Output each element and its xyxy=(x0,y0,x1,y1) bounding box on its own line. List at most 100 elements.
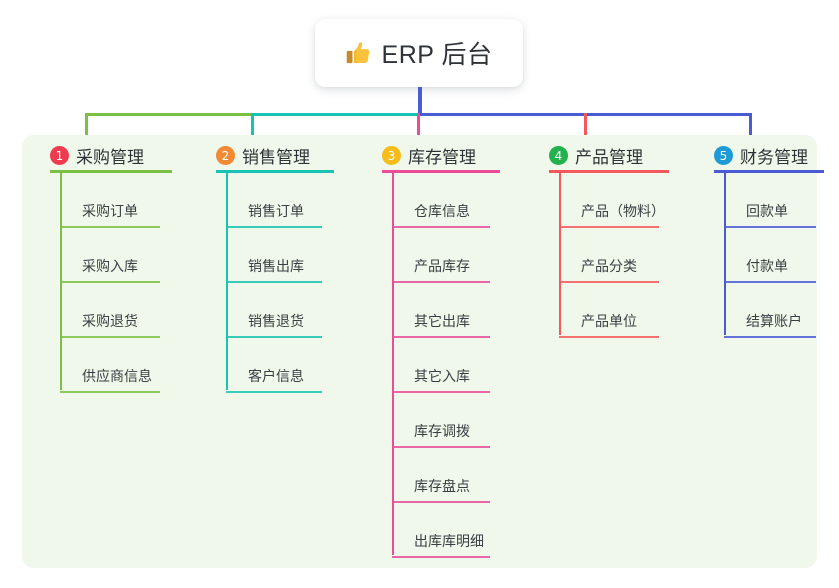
branch-item-label: 采购入库 xyxy=(82,258,138,274)
branch-item[interactable]: 供应商信息 xyxy=(60,338,160,393)
branch-item[interactable]: 产品单位 xyxy=(559,283,659,338)
branch-header-rule xyxy=(549,170,669,173)
branch-item-label: 客户信息 xyxy=(248,368,304,384)
branch-item-rule xyxy=(559,226,659,228)
branch-item-rule xyxy=(392,336,490,338)
branch-spine xyxy=(559,170,561,335)
stub-connector-2 xyxy=(251,113,254,141)
branch-item[interactable]: 回款单 xyxy=(724,173,816,228)
branch-item-label: 仓库信息 xyxy=(414,203,470,219)
branch-item[interactable]: 采购入库 xyxy=(60,228,160,283)
branch-item-label: 销售订单 xyxy=(248,203,304,219)
branch-item-label: 其它出库 xyxy=(414,313,470,329)
branch-number-badge: 3 xyxy=(382,146,401,165)
branch-item-rule xyxy=(724,281,816,283)
branch-item[interactable]: 产品分类 xyxy=(559,228,659,283)
branch-item[interactable]: 客户信息 xyxy=(226,338,322,393)
branch-item[interactable]: 其它入库 xyxy=(392,338,490,393)
branch-item-rule xyxy=(226,281,322,283)
branch-item[interactable]: 采购订单 xyxy=(60,173,160,228)
branch-item[interactable]: 出库库明细 xyxy=(392,503,490,558)
branch-item-label: 供应商信息 xyxy=(82,368,152,384)
branch-column-1: 1 采购管理采购订单采购入库采购退货供应商信息 xyxy=(50,135,172,393)
branch-header-rule xyxy=(50,170,172,173)
branch-header-rule xyxy=(216,170,334,173)
branch-item[interactable]: 销售订单 xyxy=(226,173,322,228)
branch-item-label: 产品单位 xyxy=(581,313,637,329)
branch-header-3[interactable]: 3 库存管理 xyxy=(382,143,476,168)
branch-item-rule xyxy=(724,226,816,228)
branch-item-rule xyxy=(226,336,322,338)
stub-connector-1 xyxy=(85,113,88,141)
branch-item[interactable]: 销售出库 xyxy=(226,228,322,283)
branch-title: 财务管理 xyxy=(740,148,808,167)
branch-item[interactable]: 库存调拨 xyxy=(392,393,490,448)
branch-header-4[interactable]: 4 产品管理 xyxy=(549,143,643,168)
branch-item-rule xyxy=(60,336,160,338)
branch-header-rule xyxy=(382,170,500,173)
branch-spine xyxy=(724,170,726,335)
branch-item-rule xyxy=(60,281,160,283)
branch-item-rule xyxy=(724,336,816,338)
branch-item-label: 库存调拨 xyxy=(414,423,470,439)
branch-item-rule xyxy=(226,391,322,393)
trunk-vertical-connector xyxy=(417,87,422,115)
branch-item-rule xyxy=(392,446,490,448)
branch-item-rule xyxy=(559,336,659,338)
branch-item[interactable]: 结算账户 xyxy=(724,283,816,338)
branch-item-label: 产品库存 xyxy=(414,258,470,274)
branch-item[interactable]: 仓库信息 xyxy=(392,173,490,228)
branch-item-label: 付款单 xyxy=(746,258,788,274)
branch-spine xyxy=(226,170,228,390)
branch-item[interactable]: 产品（物料） xyxy=(559,173,665,228)
branch-item-label: 采购订单 xyxy=(82,203,138,219)
branch-item[interactable]: 其它出库 xyxy=(392,283,490,338)
stub-connector-3 xyxy=(417,113,420,141)
branch-title: 库存管理 xyxy=(408,148,476,167)
branch-item-label: 库存盘点 xyxy=(414,478,470,494)
branch-item[interactable]: 采购退货 xyxy=(60,283,160,338)
branch-item-label: 销售退货 xyxy=(248,313,304,329)
branch-item-rule xyxy=(226,226,322,228)
branch-item-rule xyxy=(60,391,160,393)
branch-item[interactable]: 付款单 xyxy=(724,228,816,283)
branch-item-rule xyxy=(392,281,490,283)
branch-item-rule xyxy=(392,391,490,393)
branch-item-label: 回款单 xyxy=(746,203,788,219)
bus-segment-green xyxy=(85,113,253,116)
branch-spine xyxy=(60,170,62,390)
branch-title: 采购管理 xyxy=(76,148,144,167)
root-title: ERP 后台 xyxy=(381,41,493,69)
branch-header-rule xyxy=(714,170,824,173)
branch-item-rule xyxy=(392,226,490,228)
branch-item-label: 销售出库 xyxy=(248,258,304,274)
stub-connector-5 xyxy=(749,113,752,141)
branch-title: 销售管理 xyxy=(242,148,310,167)
root-node-content: ERP 后台 xyxy=(346,35,493,71)
branch-title: 产品管理 xyxy=(575,148,643,167)
branch-item[interactable]: 产品库存 xyxy=(392,228,490,283)
branch-number-badge: 4 xyxy=(549,146,568,165)
branch-number-badge: 1 xyxy=(50,146,69,165)
branch-item-rule xyxy=(60,226,160,228)
branch-column-3: 3 库存管理仓库信息产品库存其它出库其它入库库存调拨库存盘点出库库明细 xyxy=(382,135,500,558)
branch-item-label: 采购退货 xyxy=(82,313,138,329)
branch-item[interactable]: 销售退货 xyxy=(226,283,322,338)
branch-item-label: 其它入库 xyxy=(414,368,470,384)
branch-item-label: 出库库明细 xyxy=(414,533,484,549)
stub-connector-4 xyxy=(584,113,587,141)
branch-item-rule xyxy=(392,556,490,558)
branch-item-rule xyxy=(392,501,490,503)
branch-item-label: 产品（物料） xyxy=(581,203,665,219)
branch-item[interactable]: 库存盘点 xyxy=(392,448,490,503)
branch-item-label: 结算账户 xyxy=(746,313,802,329)
thumbs-up-icon xyxy=(346,42,369,64)
root-node[interactable]: ERP 后台 xyxy=(315,19,523,87)
branch-header-1[interactable]: 1 采购管理 xyxy=(50,143,144,168)
